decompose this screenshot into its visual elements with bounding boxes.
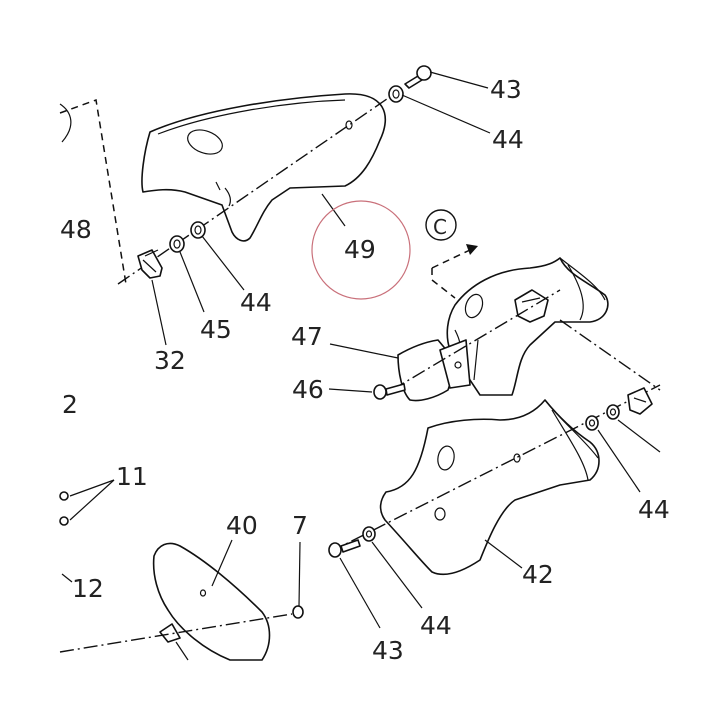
label-43-bottom: 43 <box>372 636 404 665</box>
label-49: 49 <box>344 235 376 264</box>
leader-40-clip <box>175 641 189 661</box>
leader-44-right-1 <box>597 429 641 493</box>
label-44-right: 44 <box>638 495 670 524</box>
label-46: 46 <box>292 375 324 404</box>
leader-42 <box>484 539 523 569</box>
part-45-washer <box>169 235 185 253</box>
axis-line-right <box>559 319 661 391</box>
label-48: 48 <box>60 215 92 244</box>
part-42-cover <box>379 399 600 576</box>
label-2: 2 <box>62 390 78 419</box>
label-view-c: C <box>433 215 447 239</box>
leader-44-mid <box>201 235 245 291</box>
leader-12 <box>61 573 73 583</box>
part-washer-right-1 <box>585 415 599 431</box>
leader-46 <box>328 388 373 393</box>
leader-43-top <box>429 71 489 89</box>
part-40-panel <box>152 542 271 661</box>
label-45: 45 <box>200 315 232 344</box>
axis-line-bottom <box>59 613 293 653</box>
label-7: 7 <box>292 511 308 540</box>
axis-line-middle <box>391 289 561 391</box>
leader-44-top <box>401 94 491 134</box>
view-c-marker <box>425 209 457 241</box>
axis-line-lower <box>329 384 661 553</box>
axis-line-upper <box>117 89 401 285</box>
label-44-top: 44 <box>492 125 524 154</box>
label-12: 12 <box>72 574 104 603</box>
part-40-clip <box>159 623 181 643</box>
part-11-screw-b <box>59 516 69 526</box>
leader-44-right-2 <box>617 419 661 453</box>
leader-43-bottom <box>339 557 381 629</box>
view-c-arrowhead <box>466 244 478 255</box>
part-47-plate <box>397 339 471 402</box>
part-43-screw-bottom <box>328 539 361 558</box>
leader-44-bottom <box>371 541 423 609</box>
label-32: 32 <box>154 346 186 375</box>
view-c-line <box>431 268 456 299</box>
part-44-washer-mid <box>190 221 206 239</box>
part-11-screw-a <box>59 491 69 501</box>
part-7 <box>292 605 304 619</box>
view-c-arrow-line <box>431 249 471 269</box>
boundary-line-upper <box>59 98 127 285</box>
part-49-cover <box>141 93 387 242</box>
leader-11-a <box>69 479 115 497</box>
part-44-washer-bottom <box>362 526 376 542</box>
partial-part-left <box>59 103 72 143</box>
leader-40 <box>211 539 233 587</box>
label-42: 42 <box>522 560 554 589</box>
label-43-top: 43 <box>490 75 522 104</box>
label-11: 11 <box>116 462 148 491</box>
leader-32 <box>151 279 167 346</box>
part-washer-right-2 <box>606 404 620 420</box>
leader-47 <box>329 343 399 359</box>
leader-7 <box>298 541 301 607</box>
part-32-clip <box>137 249 163 279</box>
part-43-screw-top <box>404 65 432 89</box>
label-40: 40 <box>226 511 258 540</box>
leader-11-b <box>69 479 115 521</box>
part-middle-bracket <box>446 257 609 396</box>
label-47: 47 <box>291 322 323 351</box>
label-44-mid: 44 <box>240 288 272 317</box>
part-44-washer-top <box>388 85 404 103</box>
part-46-screw <box>373 383 406 400</box>
part-clip-right <box>627 387 653 415</box>
label-44-bottom: 44 <box>420 611 452 640</box>
highlight-circle-49 <box>311 200 411 300</box>
leader-45 <box>179 251 205 313</box>
